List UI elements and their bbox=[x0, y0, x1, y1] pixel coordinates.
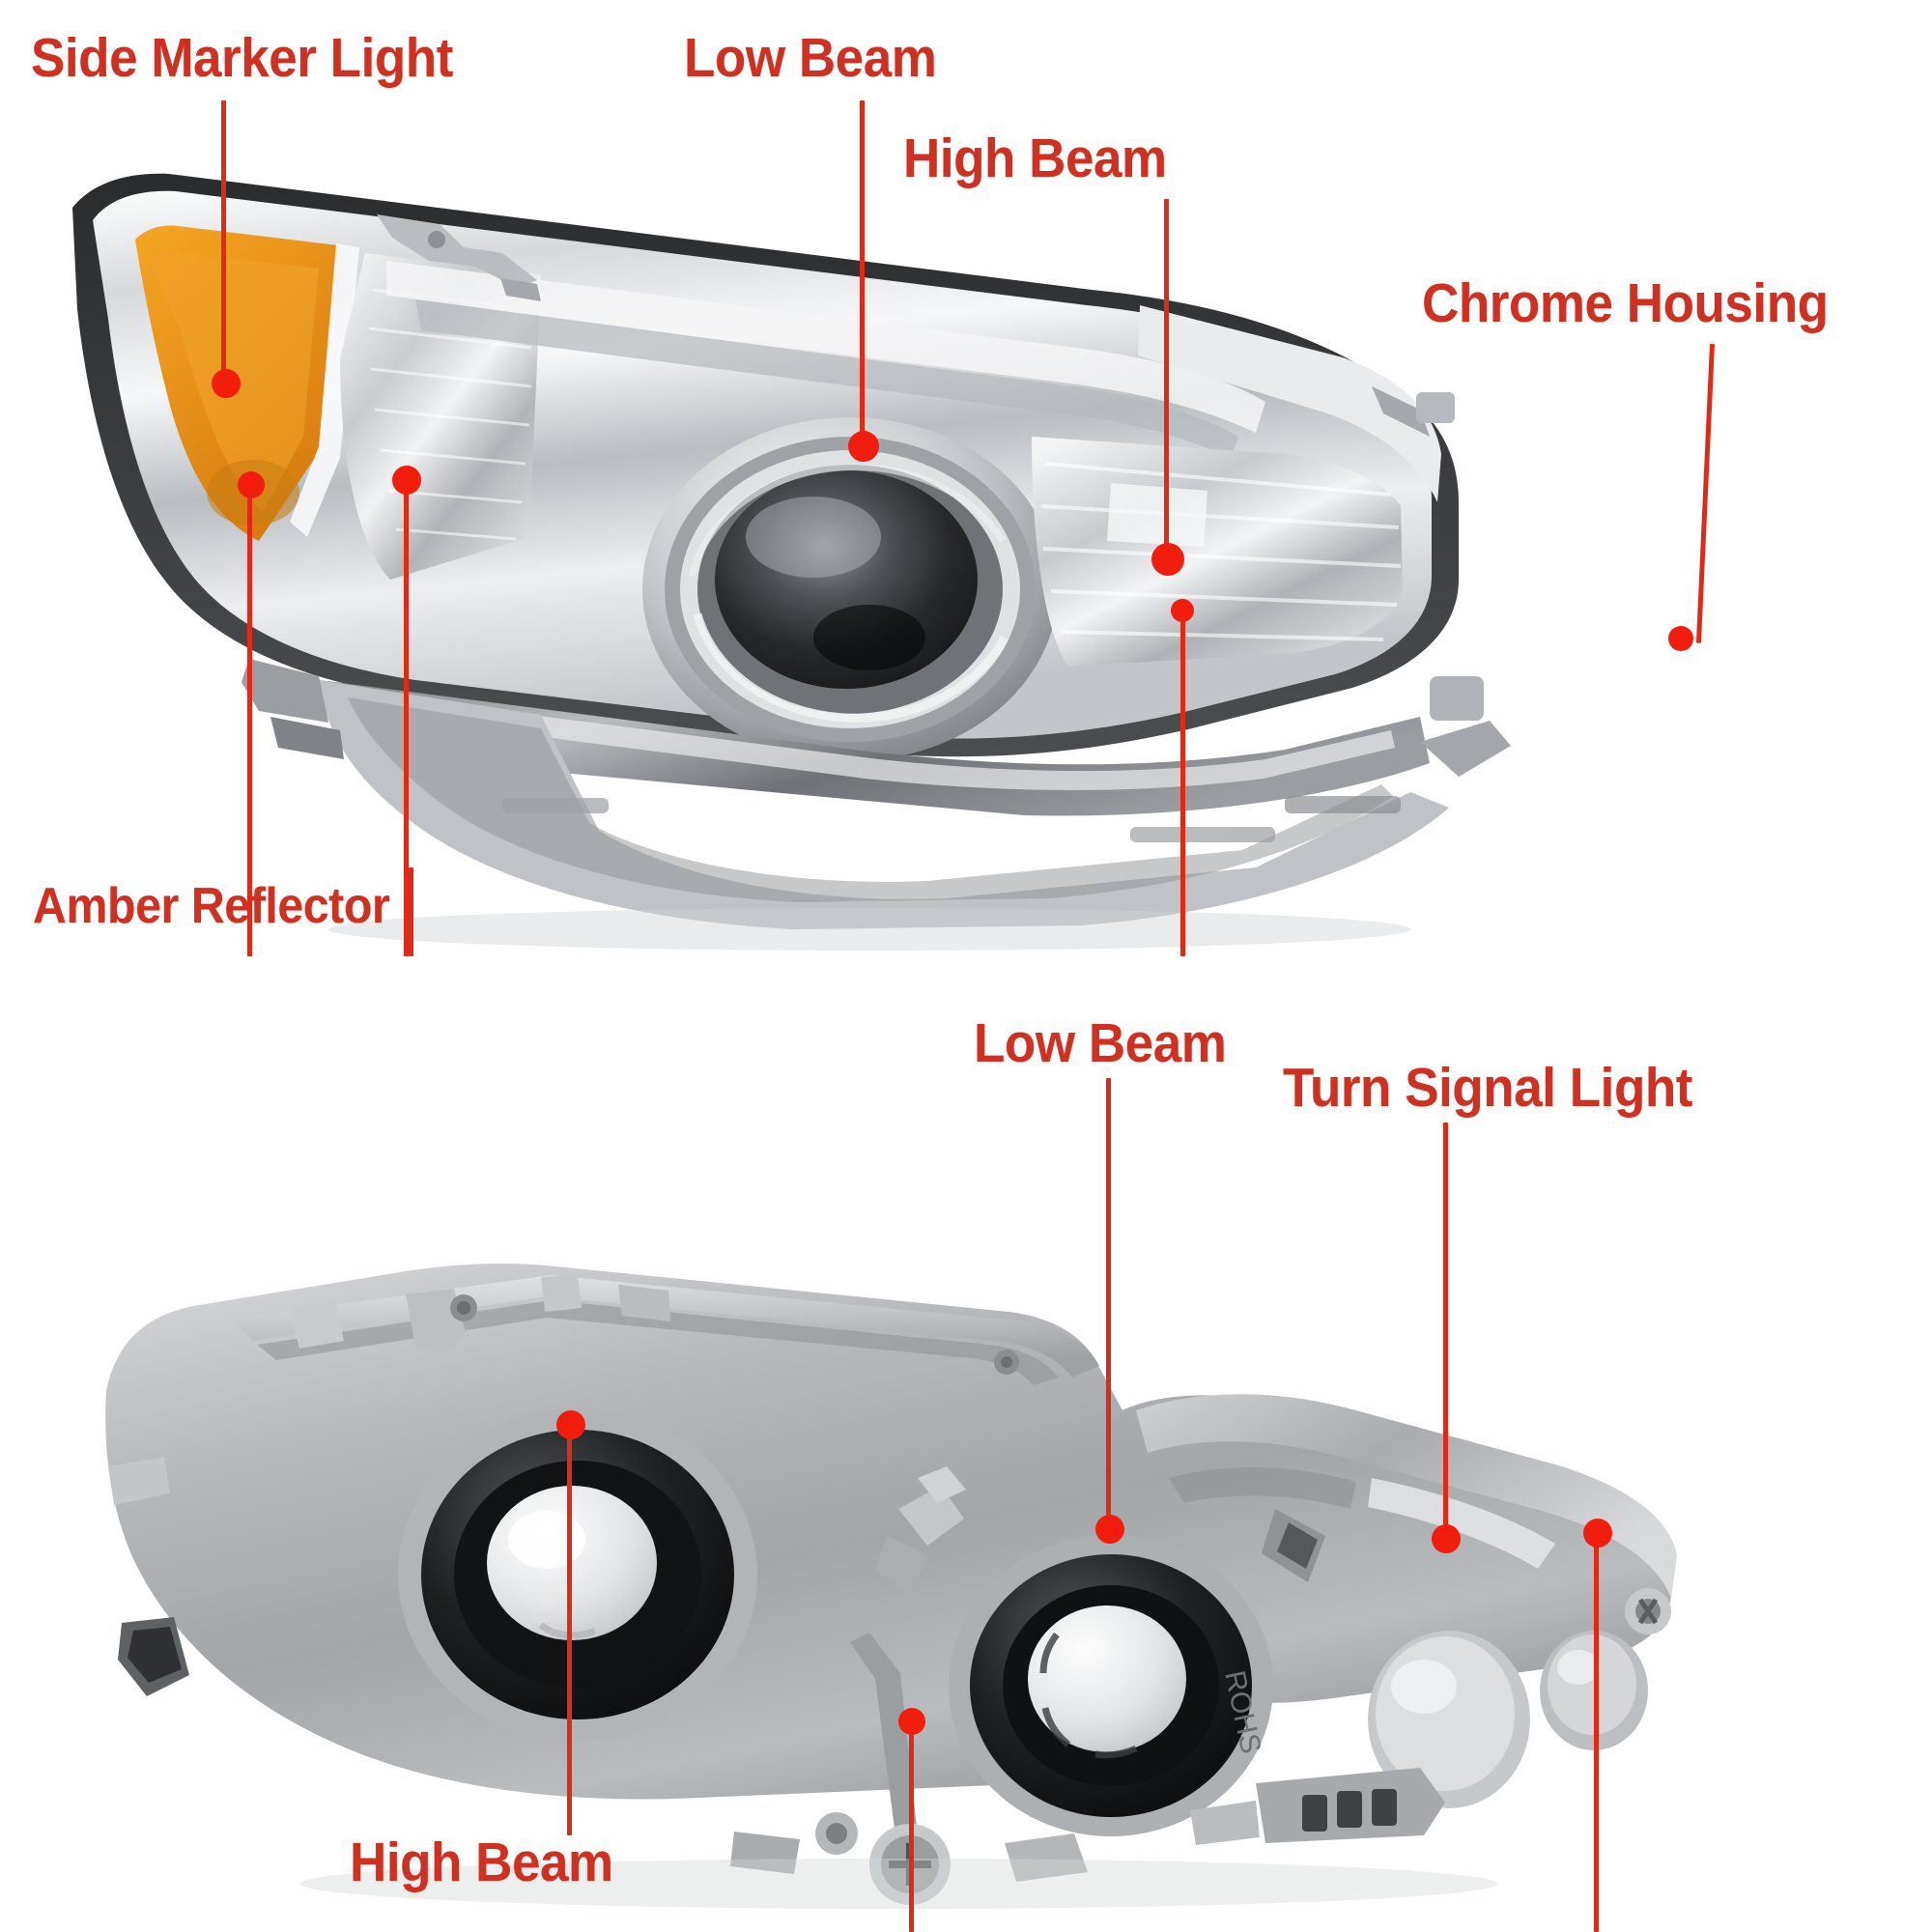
callout-low-beam-rear: Low Beam bbox=[974, 1012, 1227, 1074]
top-tab-hole bbox=[428, 231, 445, 248]
dot-low-beam-front bbox=[848, 431, 879, 462]
leader-side-marker-light bbox=[221, 100, 226, 390]
marker-socket-cap bbox=[1548, 1634, 1636, 1735]
marker-cap-glint bbox=[1557, 1650, 1600, 1685]
callout-chrome-housing: Chrome Housing bbox=[1422, 272, 1829, 334]
leader-adjuster-screw bbox=[909, 1718, 914, 1932]
connector-shroud bbox=[1190, 1801, 1260, 1845]
high-beam-cap-glint bbox=[508, 1511, 585, 1569]
right-rail-highlight bbox=[1368, 1478, 1555, 1569]
headlight-rear-illustration: ROHS bbox=[105, 1264, 1677, 1909]
flange-screw-left-hole bbox=[457, 1301, 470, 1315]
leader-amber-reflector-second bbox=[404, 473, 409, 956]
lower-skirt-shade bbox=[348, 697, 1393, 902]
left-lower-tab bbox=[242, 659, 328, 723]
leader-amber-reflector-stub bbox=[409, 867, 413, 956]
leader-turn-signal-light bbox=[1443, 1122, 1448, 1540]
upper-chrome-blade bbox=[386, 261, 1265, 433]
leader-low-beam-rear bbox=[1106, 1078, 1111, 1534]
amber-chrome-divider bbox=[290, 243, 359, 537]
left-vent-hole bbox=[128, 1627, 182, 1683]
top-tab-foot bbox=[500, 278, 541, 301]
low-beam-bulb-cap bbox=[1028, 1605, 1186, 1752]
left-lower-tab-foot bbox=[270, 717, 344, 759]
dot-side-marker-light bbox=[212, 369, 241, 398]
leader-low-beam-front bbox=[860, 100, 865, 452]
callout-high-beam-front: High Beam bbox=[903, 128, 1167, 189]
high-beam-bulb-cap bbox=[487, 1486, 657, 1640]
right-screw-cross bbox=[1637, 1598, 1659, 1625]
dot-chrome-housing bbox=[1668, 626, 1693, 651]
top-clip-tabs bbox=[290, 1275, 670, 1352]
right-lens-rail bbox=[1136, 1394, 1677, 1598]
bottom-trim-highlight bbox=[319, 688, 1395, 790]
connector-pins bbox=[1302, 1789, 1397, 1832]
lower-foot-tab bbox=[1005, 1833, 1088, 1882]
center-ribs bbox=[875, 1466, 1325, 1594]
dot-lower-housing bbox=[1171, 599, 1194, 622]
rear-drop-shadow bbox=[299, 1859, 1497, 1909]
halo-ring-arc bbox=[693, 612, 1009, 723]
lower-boss-hole bbox=[826, 1823, 847, 1844]
flange-screw-right-hole bbox=[1001, 1356, 1012, 1368]
high-beam-cap-notch bbox=[538, 1622, 597, 1639]
projector-lens-glint bbox=[746, 497, 881, 578]
headlight-front-illustration bbox=[72, 173, 1511, 951]
projector-lens-shadow bbox=[813, 605, 925, 670]
adjuster-rod bbox=[850, 1633, 920, 1859]
dot-high-beam-rear bbox=[556, 1410, 585, 1439]
dot-turn-signal-light bbox=[1432, 1524, 1461, 1553]
upper-chrome-blade-shade bbox=[415, 299, 1238, 458]
front-view-panel: Side Marker Light Low Beam High Beam Chr… bbox=[0, 0, 1932, 956]
right-corner-bracket bbox=[1372, 386, 1430, 437]
upper-right-dome bbox=[1138, 305, 1441, 502]
leader-high-beam-front bbox=[1164, 199, 1169, 568]
turn-signal-socket-cap bbox=[1376, 1636, 1515, 1791]
callout-side-marker-light: Side Marker Light bbox=[31, 27, 453, 89]
leader-lower-housing bbox=[1180, 605, 1185, 956]
dot-adjuster-screw bbox=[898, 1708, 925, 1735]
callout-turn-signal-light: Turn Signal Light bbox=[1283, 1057, 1692, 1119]
leader-high-beam-rear bbox=[567, 1424, 572, 1835]
leader-amber-reflector bbox=[247, 479, 252, 956]
callout-low-beam-front: Low Beam bbox=[684, 27, 937, 89]
high-beam-facet bbox=[1107, 483, 1208, 547]
low-beam-cap-slots bbox=[1039, 1632, 1138, 1759]
callout-high-beam-rear: High Beam bbox=[350, 1832, 613, 1893]
top-mounting-tab bbox=[377, 214, 537, 288]
dot-high-beam-front bbox=[1151, 543, 1184, 576]
dot-amber-reflector-second bbox=[392, 466, 421, 495]
bottom-detail-bars bbox=[502, 796, 1401, 842]
right-mount-lug bbox=[1416, 392, 1455, 423]
halo-ring-arc-top bbox=[688, 463, 1006, 577]
right-mount-block bbox=[1430, 676, 1484, 721]
lower-foot-tab-left bbox=[730, 1832, 800, 1874]
right-rail-shade bbox=[1169, 1467, 1356, 1509]
dot-amber-reflector bbox=[238, 471, 265, 498]
drop-shadow bbox=[328, 908, 1410, 951]
callout-amber-reflector: Amber Reflector bbox=[33, 878, 390, 934]
right-lower-tab bbox=[1420, 721, 1511, 777]
dot-low-beam-rear bbox=[1095, 1515, 1124, 1544]
dot-marker-socket bbox=[1583, 1519, 1612, 1548]
rear-view-panel: ROHS bbox=[0, 956, 1932, 1932]
leader-marker-socket bbox=[1594, 1532, 1599, 1932]
left-bracket-ear bbox=[108, 1457, 170, 1505]
turn-signal-cap-glint bbox=[1391, 1660, 1457, 1714]
facet-lines-right bbox=[1040, 462, 1402, 641]
